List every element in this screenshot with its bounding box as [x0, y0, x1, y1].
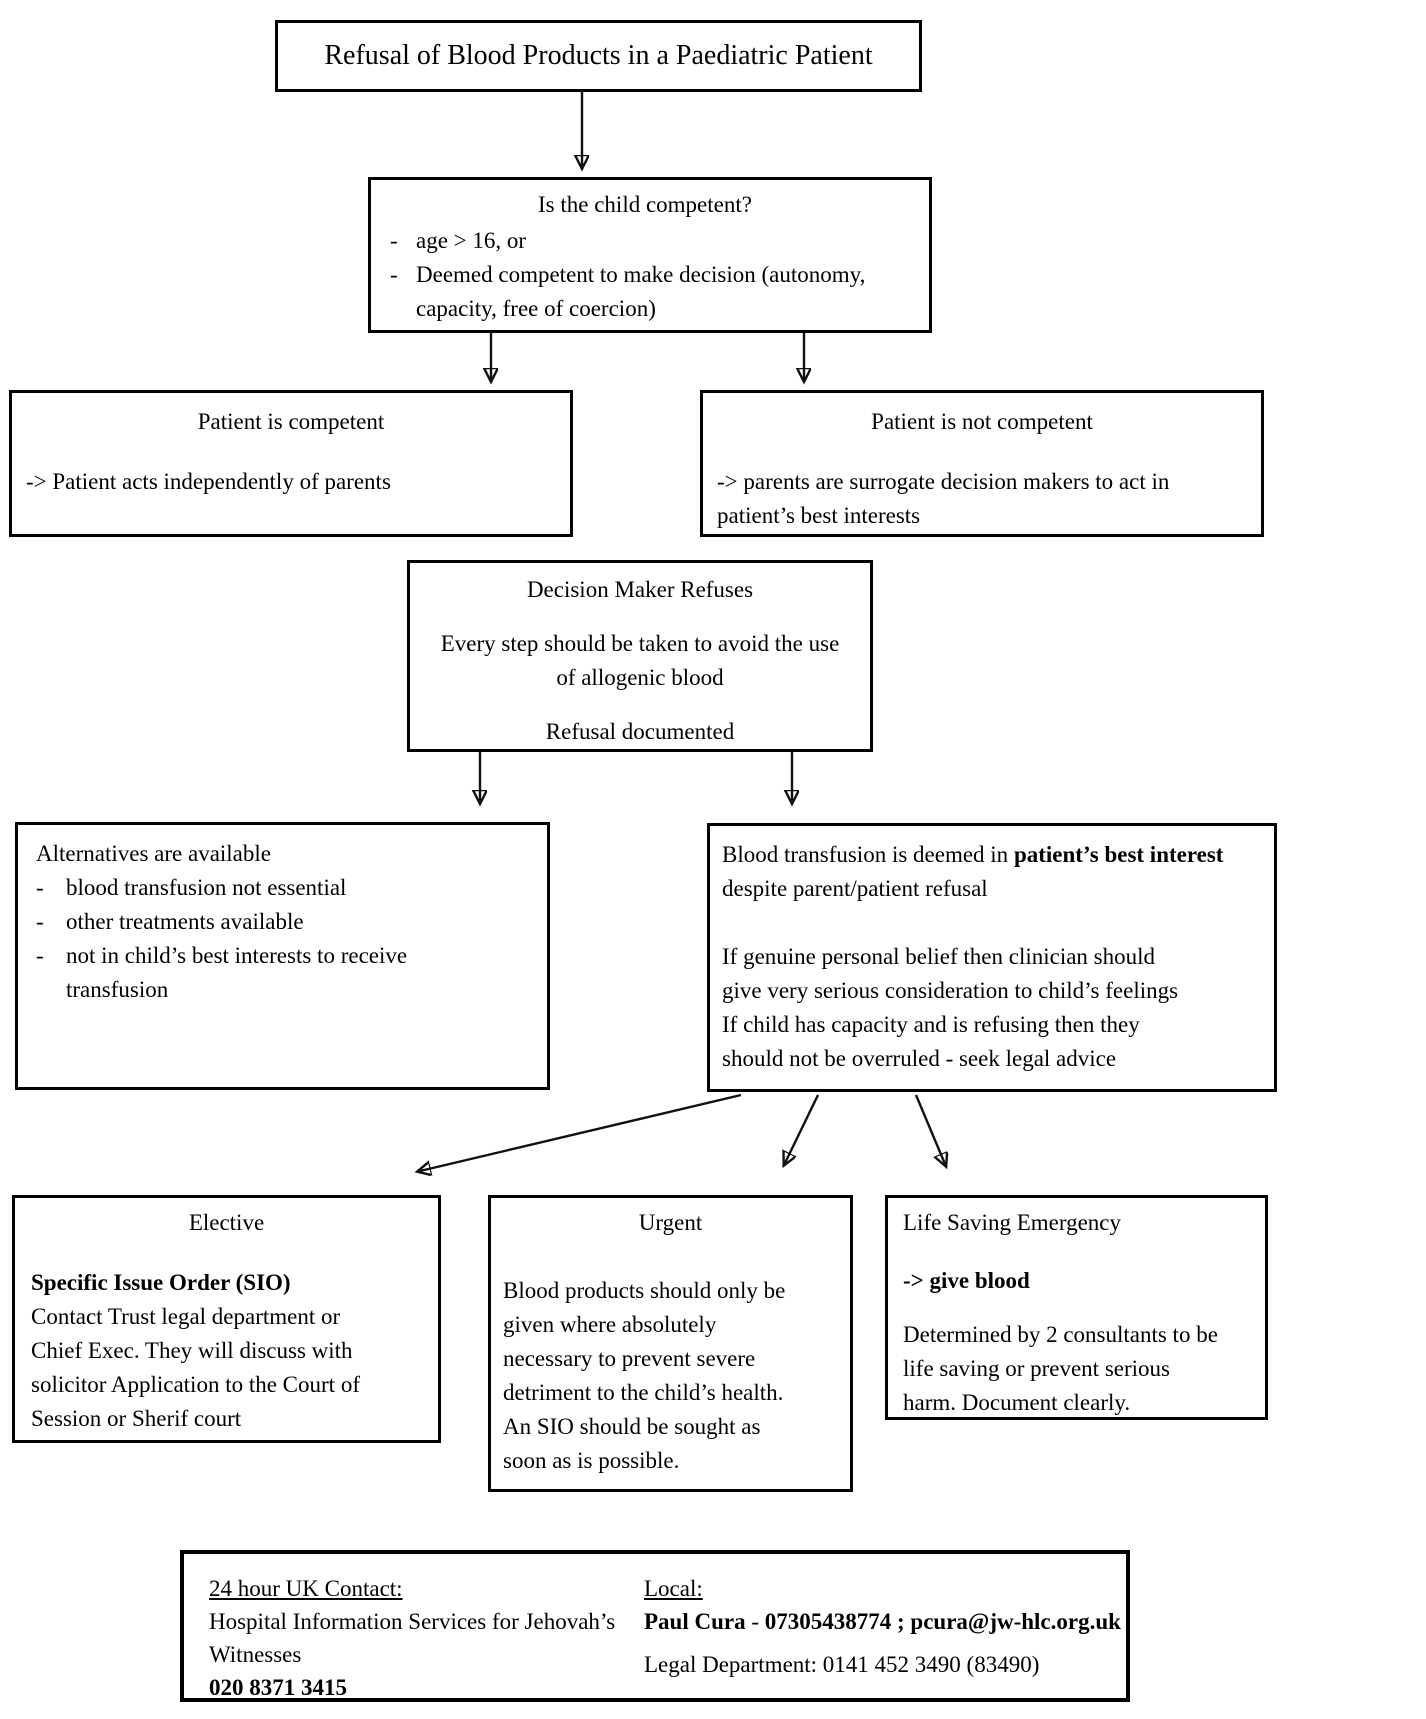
question-bullet-1: - age > 16, or	[390, 224, 919, 258]
contact-box: 24 hour UK Contact: Hospital Information…	[180, 1550, 1130, 1702]
competent-heading: Patient is competent	[197, 409, 385, 434]
decision-maker-refuses-box: Decision Maker Refuses Every step should…	[407, 560, 873, 752]
best-interest-paragraph-2: If genuine personal belief then clinicia…	[722, 944, 1179, 1071]
best-interest-box: Blood transfusion is deemed in patient’s…	[707, 823, 1277, 1092]
local-contact-column: Local: Paul Cura - 07305438774 ; pcura@j…	[644, 1572, 1124, 1681]
elective-heading: Elective	[188, 1210, 265, 1235]
refuses-heading: Decision Maker Refuses	[526, 577, 754, 602]
question-bullet-1-text: age > 16, or	[416, 228, 527, 253]
bullet-dash: -	[36, 943, 44, 968]
uk-contact-column: 24 hour UK Contact: Hospital Information…	[209, 1572, 654, 1704]
alternatives-bullet-3-text: not in child’s best interests to receive…	[66, 943, 408, 1002]
question-box: Is the child competent? - age > 16, or -…	[368, 177, 932, 333]
refuses-body: Every step should be taken to avoid the …	[440, 631, 840, 690]
question-bullet-list: - age > 16, or - Deemed competent to mak…	[390, 224, 919, 326]
best-interest-p1-post: despite parent/patient refusal	[722, 876, 988, 901]
local-contact-name: Paul Cura	[644, 1609, 746, 1634]
alternatives-bullet-1: - blood transfusion not essential	[36, 871, 537, 905]
arrow-best-interest-to-emergency	[914, 1094, 945, 1164]
alternatives-box: Alternatives are available - blood trans…	[15, 822, 550, 1090]
bullet-dash: -	[36, 909, 44, 934]
bullet-dash: -	[390, 262, 398, 287]
local-contact-separator: -	[745, 1609, 765, 1634]
competent-box: Patient is competent -> Patient acts ind…	[9, 390, 573, 537]
uk-contact-org: Hospital Information Services for Jehova…	[209, 1609, 616, 1667]
local-contact-heading: Local:	[644, 1576, 703, 1601]
elective-subheading: Specific Issue Order (SIO)	[31, 1270, 291, 1295]
legal-department-line: Legal Department: 0141 452 3490 (83490)	[644, 1652, 1040, 1677]
arrow-best-interest-to-elective	[420, 1093, 742, 1171]
urgent-body: Blood products should only be given wher…	[503, 1278, 786, 1473]
question-bullet-2: - Deemed competent to make decision (aut…	[390, 258, 919, 326]
competent-body: -> Patient acts independently of parents	[26, 469, 391, 494]
alternatives-bullet-2: - other treatments available	[36, 905, 537, 939]
bullet-dash: -	[36, 875, 44, 900]
alternatives-bullet-2-text: other treatments available	[66, 909, 304, 934]
title-text: Refusal of Blood Products in a Paediatri…	[324, 40, 873, 71]
refuses-footer: Refusal documented	[545, 719, 735, 744]
question-heading: Is the child competent?	[538, 192, 752, 217]
urgent-heading: Urgent	[638, 1210, 703, 1235]
emergency-box: Life Saving Emergency -> give blood Dete…	[885, 1195, 1268, 1420]
local-contact-line: Paul Cura - 07305438774 ; pcura@jw-hlc.o…	[644, 1605, 1124, 1638]
not-competent-box: Patient is not competent -> parents are …	[700, 390, 1264, 537]
not-competent-heading: Patient is not competent	[871, 409, 1093, 434]
urgent-box: Urgent Blood products should only be giv…	[488, 1195, 853, 1492]
uk-contact-phone: 020 8371 3415	[209, 1675, 347, 1700]
emergency-heading: Life Saving Emergency	[903, 1210, 1122, 1235]
alternatives-heading: Alternatives are available	[36, 841, 271, 866]
best-interest-p1-pre: Blood transfusion is deemed in	[722, 842, 1014, 867]
emergency-action: -> give blood	[903, 1268, 1030, 1293]
alternatives-bullet-1-text: blood transfusion not essential	[66, 875, 347, 900]
emergency-body: Determined by 2 consultants to be life s…	[903, 1322, 1218, 1415]
alternatives-bullet-3: - not in child’s best interests to recei…	[36, 939, 537, 1007]
elective-box: Elective Specific Issue Order (SIO) Cont…	[12, 1195, 441, 1443]
uk-contact-heading: 24 hour UK Contact:	[209, 1576, 403, 1601]
title-box: Refusal of Blood Products in a Paediatri…	[275, 20, 922, 92]
elective-body: Contact Trust legal department or Chief …	[31, 1304, 360, 1431]
best-interest-p1-bold: patient’s best interest	[1013, 842, 1224, 867]
arrow-best-interest-to-urgent	[785, 1094, 820, 1163]
bullet-dash: -	[390, 228, 398, 253]
local-contact-phone-email: 07305438774 ; pcura@jw-hlc.org.uk	[764, 1609, 1121, 1634]
best-interest-paragraph-1: Blood transfusion is deemed in patient’s…	[722, 838, 1262, 906]
question-bullet-2-text: Deemed competent to make decision (auton…	[416, 262, 866, 321]
not-competent-body: -> parents are surrogate decision makers…	[717, 469, 1170, 528]
